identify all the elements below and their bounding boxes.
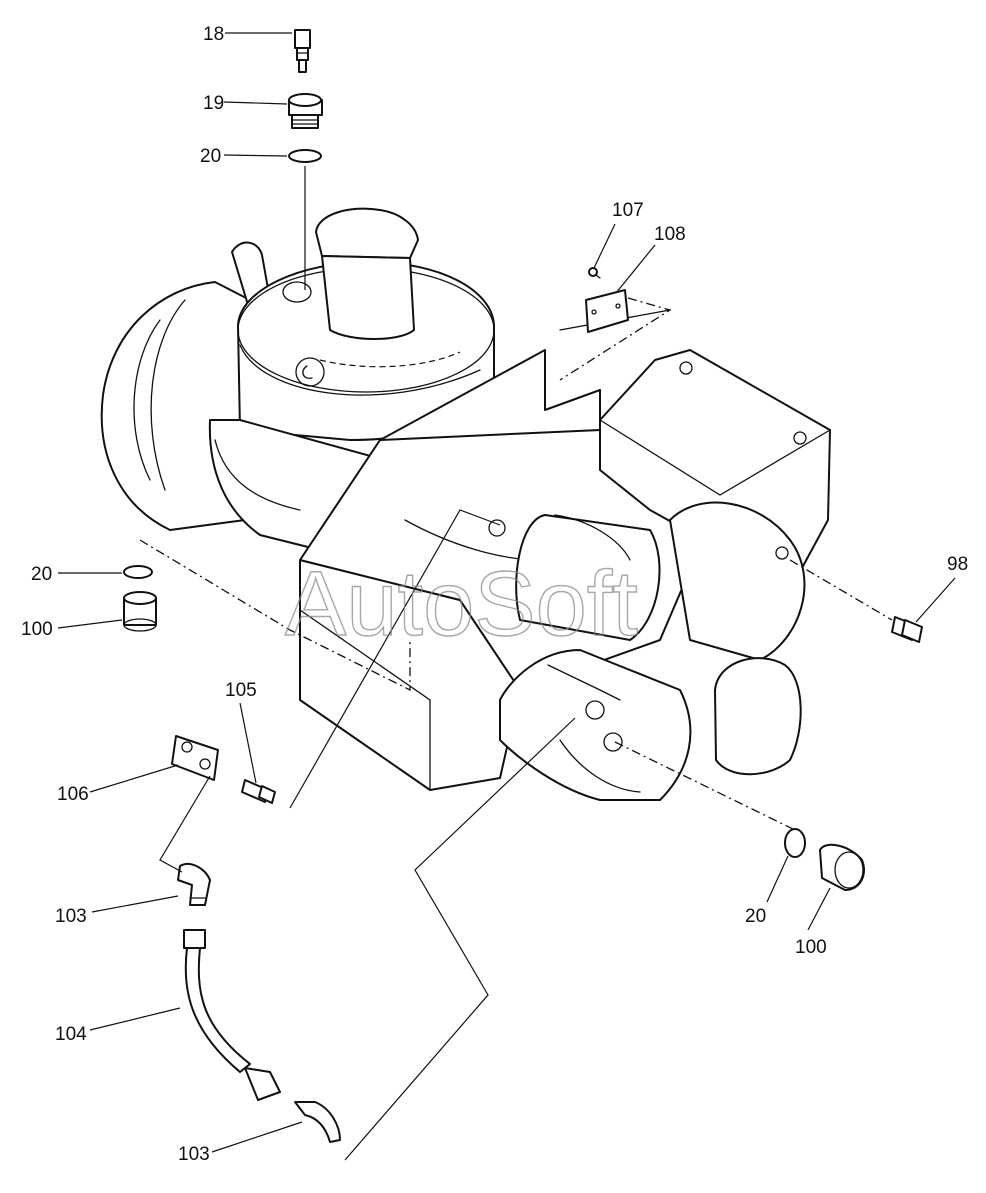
leader-lines — [57, 32, 956, 1153]
part-103-elbow-upper — [177, 862, 211, 906]
callout-100: 100 — [21, 619, 53, 640]
callout-18: 18 — [203, 24, 224, 45]
part-106-bracket — [171, 735, 219, 781]
callout-106: 106 — [57, 784, 89, 805]
callout-20: 20 — [31, 564, 52, 585]
part-18-screw — [294, 29, 311, 73]
watermark: AutoSoft — [285, 553, 638, 655]
part-98-bolt — [891, 616, 923, 643]
callout-20: 20 — [745, 906, 766, 927]
part-20-oring-right — [784, 828, 806, 858]
callout-103: 103 — [178, 1144, 210, 1165]
part-104-hose — [183, 929, 281, 1101]
part-103-elbow-lower — [294, 1101, 341, 1143]
end-cap — [714, 657, 802, 776]
callout-103: 103 — [55, 906, 87, 927]
callout-107: 107 — [612, 200, 644, 221]
part-20-oring-top — [288, 149, 322, 163]
mid-barrel — [515, 514, 661, 641]
callouts: 18 19 20 107 108 20 100 98 105 106 103 2… — [21, 24, 968, 1165]
part-105-fitting — [241, 779, 276, 804]
pump-head — [499, 649, 692, 801]
part-19-nut — [288, 93, 323, 129]
filler-cap — [315, 207, 419, 259]
callout-105: 105 — [225, 680, 257, 701]
part-107-rivet — [588, 267, 601, 279]
part-100-plug-left — [123, 591, 157, 632]
part-20-oring-left — [123, 565, 153, 579]
part-108-plate — [585, 289, 629, 333]
callout-104: 104 — [55, 1024, 87, 1045]
callout-19: 19 — [203, 93, 224, 114]
callout-20: 20 — [200, 146, 221, 167]
right-flange-cylinder — [669, 501, 806, 661]
part-100-plug-right — [819, 843, 865, 891]
filler-neck — [321, 255, 415, 340]
left-drum-housing — [100, 281, 251, 531]
callout-108: 108 — [654, 224, 686, 245]
callout-100: 100 — [795, 937, 827, 958]
callout-98: 98 — [947, 554, 968, 575]
main-assembly — [100, 207, 831, 801]
